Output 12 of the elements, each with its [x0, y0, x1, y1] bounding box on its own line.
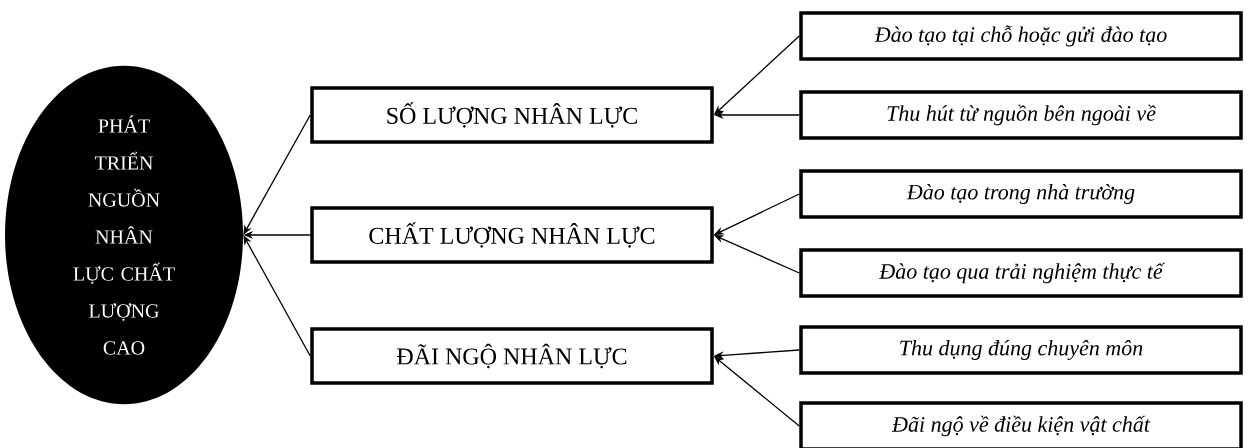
item-box: Thu hút từ nguồn bên ngoài về [799, 90, 1243, 140]
category-box: SỐ LƯỢNG NHÂN LỰC [310, 86, 714, 144]
arrow [243, 235, 311, 357]
item-box: Đào tạo trong nhà trường [799, 169, 1243, 219]
item-box: Đào tạo tại chỗ hoặc gửi đào tạo [799, 11, 1243, 61]
oval: PHÁT TRIỂN NGUỒN NHÂN LỰC CHẤT LƯỢNG CAO [5, 65, 243, 405]
item-box: Đãi ngộ về điều kiện vật chất [799, 401, 1243, 448]
item-box: Đào tạo qua trải nghiệm thực tế [799, 248, 1243, 298]
category-box: ĐÃI NGỘ NHÂN LỰC [310, 327, 714, 385]
arrow [243, 114, 311, 235]
category-box: CHẤT LƯỢNG NHÂN LỰC [310, 206, 714, 264]
item-box: Thu dụng đúng chuyên môn [799, 325, 1243, 375]
